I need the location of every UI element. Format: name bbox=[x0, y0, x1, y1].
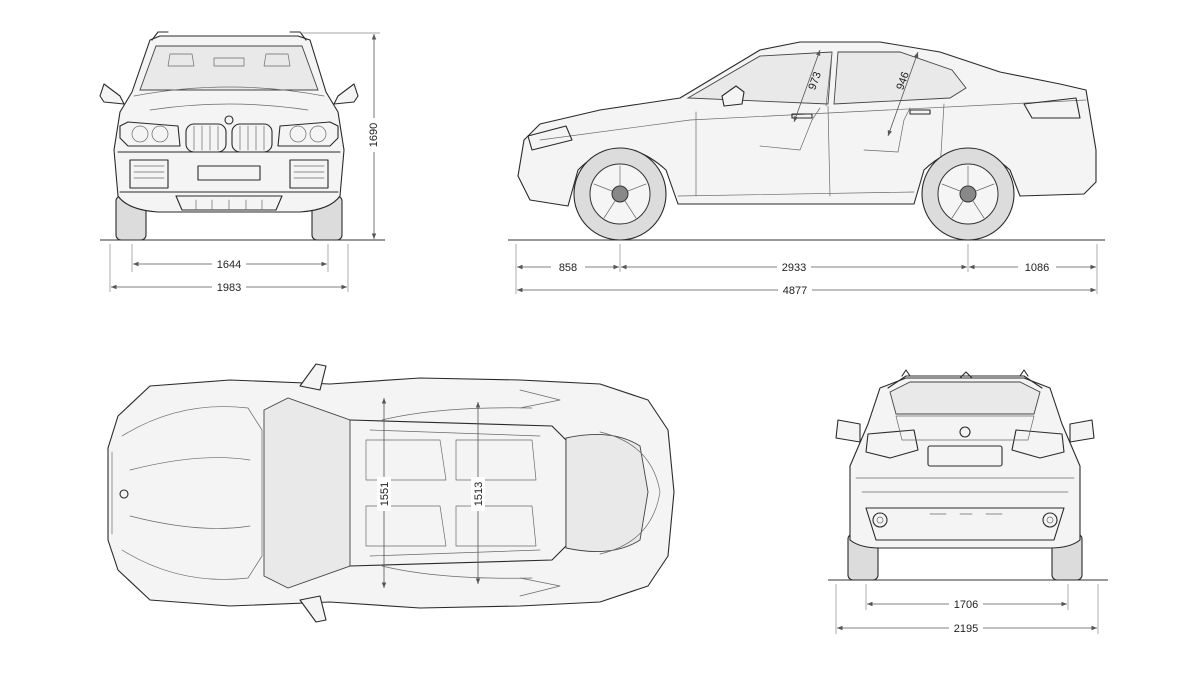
side-view: 973 946 bbox=[508, 41, 1105, 241]
rear-elbow-width-label: 1513 bbox=[473, 482, 485, 506]
rear-dimensions: 1706 2195 bbox=[835, 584, 1099, 635]
front-width-label: 1983 bbox=[217, 282, 241, 294]
rear-headroom-label: 946 bbox=[894, 70, 912, 91]
rear-track-label: 1706 bbox=[954, 599, 978, 611]
overall-length-label: 4877 bbox=[783, 285, 807, 297]
rear-width-mirrors-label: 2195 bbox=[954, 623, 978, 635]
side-dimensions: 858 2933 1086 4877 bbox=[515, 244, 1098, 297]
front-elbow-width-label: 1551 bbox=[379, 482, 391, 506]
rear-view bbox=[828, 369, 1108, 581]
rear-overhang-label: 1086 bbox=[1025, 262, 1049, 274]
front-dimensions: 1644 1983 1690 bbox=[109, 32, 381, 294]
height-label: 1690 bbox=[368, 123, 380, 147]
front-headroom-label: 973 bbox=[806, 70, 824, 91]
front-track-label: 1644 bbox=[217, 259, 241, 271]
top-view: 1551 1513 bbox=[107, 363, 675, 623]
front-overhang-label: 858 bbox=[559, 262, 577, 274]
front-view bbox=[99, 31, 385, 241]
wheelbase-label: 2933 bbox=[782, 262, 806, 274]
